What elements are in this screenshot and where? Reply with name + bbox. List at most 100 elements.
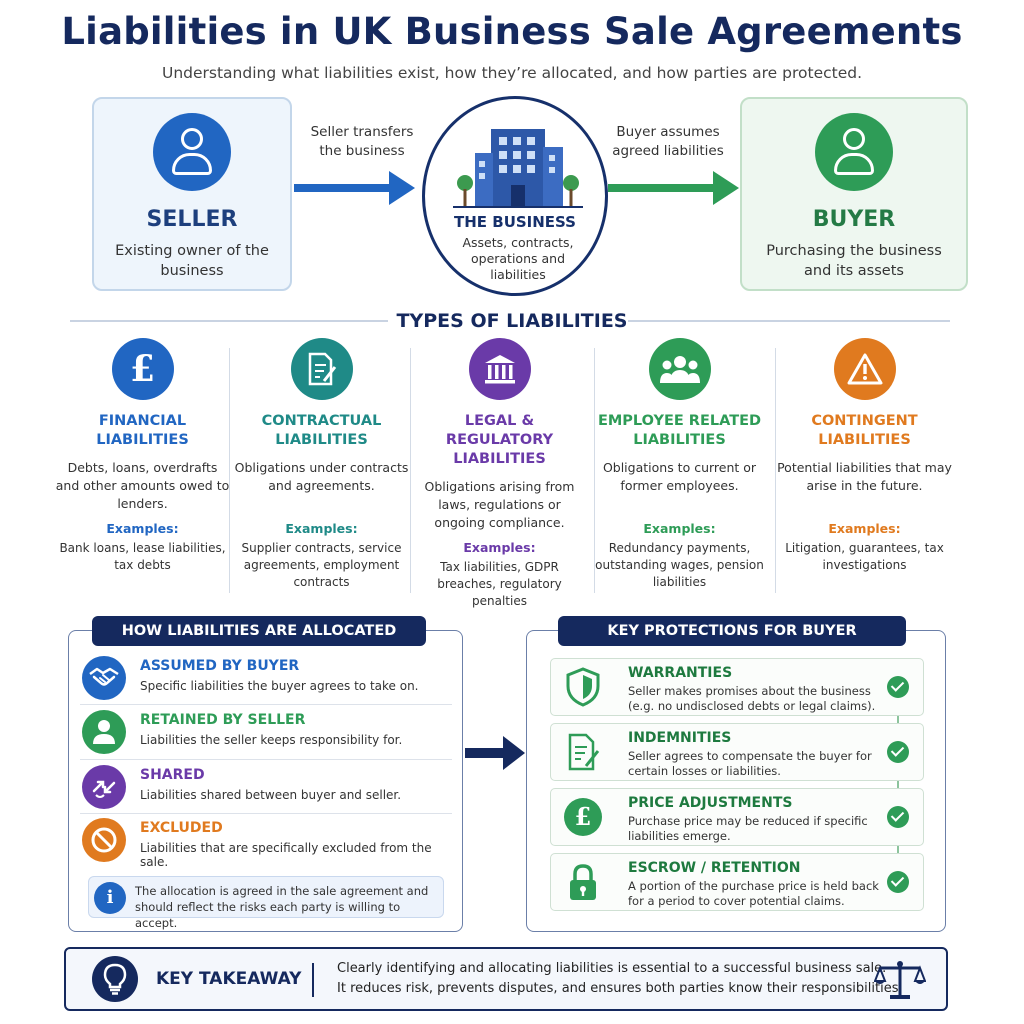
pound-icon: £: [111, 338, 174, 400]
alloc-item-assumed: ASSUMED BY BUYER Specific liabilities th…: [80, 654, 452, 704]
protections-header: KEY PROTECTIONS FOR BUYER: [558, 616, 906, 646]
takeaway-text: Clearly identifying and allocating liabi…: [337, 959, 903, 999]
allocation-info: i The allocation is agreed in the sale a…: [88, 876, 444, 930]
prot-name: PRICE ADJUSTMENTS: [628, 795, 793, 811]
type-name: EMPLOYEE RELATED LIABILITIES: [597, 413, 762, 448]
group-glyph: [659, 356, 700, 383]
type-name: LEGAL & REGULATORY LIABILITIES: [445, 413, 554, 467]
alloc-name: ASSUMED BY BUYER: [140, 658, 300, 674]
buyer-person-icon: [815, 113, 893, 191]
alloc-separator: [80, 704, 452, 705]
type-examples-label: Examples:: [463, 540, 536, 555]
seller-arrow-icon: [294, 184, 392, 192]
info-icon: i: [94, 882, 126, 914]
takeaway-line-1: Clearly identifying and allocating liabi…: [337, 961, 887, 976]
buyer-arrow-icon: [608, 184, 716, 192]
type-examples: Redundancy payments, outstanding wages, …: [595, 541, 764, 589]
allocation-header: HOW LIABILITIES ARE ALLOCATED: [92, 616, 426, 646]
seller-person-icon: [153, 113, 231, 191]
type-desc: Obligations under contracts and agreemen…: [234, 460, 409, 493]
shield-glyph: [566, 667, 600, 707]
buyer-arrow-label: Buyer assumes agreed liabilities: [612, 124, 724, 159]
takeaway-line-2: It reduces risk, prevents disputes, and …: [337, 981, 903, 996]
lightbulb-icon: [92, 956, 138, 1002]
type-examples-label: Examples:: [643, 521, 716, 536]
lightbulb-glyph: [103, 963, 127, 995]
building-icon: [453, 129, 583, 208]
key-takeaway: KEY TAKEAWAY Clearly identifying and all…: [64, 947, 948, 1011]
alloc-desc: Liabilities that are specifically exclud…: [140, 841, 432, 869]
prohibited-icon: [82, 818, 126, 862]
person-glyph: [93, 720, 115, 744]
courthouse-icon: [468, 338, 531, 400]
alloc-separator: [80, 759, 452, 760]
handshake-glyph: [89, 667, 119, 686]
check-icon: [887, 741, 909, 763]
types-rule-left: [70, 320, 388, 322]
type-divider: [594, 348, 595, 593]
prot-item-price-adjustments: £ PRICE ADJUSTMENTS Purchase price may b…: [550, 788, 924, 846]
seller-arrow-label: Seller transfers the business: [310, 124, 414, 159]
arrow-right-head-icon: [503, 736, 525, 770]
alloc-desc: Specific liabilities the buyer agrees to…: [140, 679, 419, 693]
types-title: TYPES OF LIABILITIES: [396, 310, 628, 332]
types-rule-right: [628, 320, 950, 322]
type-examples: Litigation, guarantees, tax investigatio…: [785, 541, 944, 572]
business-desc: Assets, contracts, operations and liabil…: [462, 235, 574, 282]
type-examples: Tax liabilities, GDPR breaches, regulato…: [437, 560, 562, 608]
type-name: CONTINGENT LIABILITIES: [811, 413, 918, 448]
business-name: THE BUSINESS: [454, 213, 576, 231]
alloc-separator: [80, 813, 452, 814]
alloc-desc: Liabilities the seller keeps responsibil…: [140, 733, 403, 747]
alloc-item-shared: SHARED Liabilities shared between buyer …: [80, 763, 452, 813]
prot-item-warranties: WARRANTIES Seller makes promises about t…: [550, 658, 924, 716]
document-pen-icon: [563, 732, 603, 772]
padlock-glyph: [570, 864, 596, 900]
prot-name: INDEMNITIES: [628, 730, 732, 746]
prot-name: WARRANTIES: [628, 665, 733, 681]
type-name: FINANCIAL LIABILITIES: [96, 413, 189, 448]
prot-desc: Seller agrees to compensate the buyer fo…: [628, 749, 872, 778]
type-legal: LEGAL & REGULATORY LIABILITIES Obligatio…: [412, 338, 587, 610]
split-arrows-icon: [82, 765, 126, 809]
check-icon: [887, 871, 909, 893]
alloc-name: RETAINED BY SELLER: [140, 712, 306, 728]
type-divider: [229, 348, 230, 593]
alloc-name: SHARED: [140, 767, 205, 783]
buyer-arrow-head-icon: [713, 171, 739, 205]
prot-desc: Seller makes promises about the business…: [628, 684, 876, 713]
prohibited-glyph: [91, 827, 117, 853]
type-divider: [410, 348, 411, 593]
shield-icon: [563, 667, 603, 707]
info-text: The allocation is agreed in the sale agr…: [135, 884, 429, 930]
pound-icon: £: [563, 797, 603, 837]
buyer-desc: Purchasing the business and its assets: [766, 243, 942, 279]
type-desc: Obligations arising from laws, regulatio…: [424, 479, 575, 530]
type-desc: Obligations to current or former employe…: [602, 460, 757, 493]
group-icon: [648, 338, 711, 400]
type-examples: Bank loans, lease liabilities, tax debts: [59, 541, 226, 572]
type-contractual: CONTRACTUAL LIABILITIES Obligations unde…: [234, 338, 409, 591]
page-title: Liabilities in UK Business Sale Agreemen…: [61, 10, 963, 53]
warning-icon: [833, 338, 896, 400]
arrow-right-icon: [465, 748, 507, 758]
prot-item-escrow: ESCROW / RETENTION A portion of the purc…: [550, 853, 924, 911]
document-pen-glyph: [308, 352, 336, 386]
split-arrows-glyph: [92, 780, 116, 798]
takeaway-title: KEY TAKEAWAY: [156, 969, 302, 989]
takeaway-divider: [312, 963, 314, 997]
prot-name: ESCROW / RETENTION: [628, 860, 801, 876]
business-circle: THE BUSINESS Assets, contracts, operatio…: [422, 96, 608, 296]
type-employee: EMPLOYEE RELATED LIABILITIES Obligations…: [592, 338, 767, 591]
seller-desc: Existing owner of the business: [115, 243, 269, 279]
handshake-icon: [82, 656, 126, 700]
prot-item-indemnities: INDEMNITIES Seller agrees to compensate …: [550, 723, 924, 781]
type-desc: Debts, loans, overdrafts and other amoun…: [55, 460, 230, 511]
type-examples-label: Examples:: [285, 521, 358, 536]
courthouse-glyph: [484, 355, 515, 384]
seller-card: SELLER Existing owner of the business: [92, 97, 292, 291]
alloc-item-retained: RETAINED BY SELLER Liabilities the selle…: [80, 708, 452, 758]
person-icon: [82, 710, 126, 754]
type-examples-label: Examples:: [828, 521, 901, 536]
type-name: CONTRACTUAL LIABILITIES: [261, 413, 382, 448]
